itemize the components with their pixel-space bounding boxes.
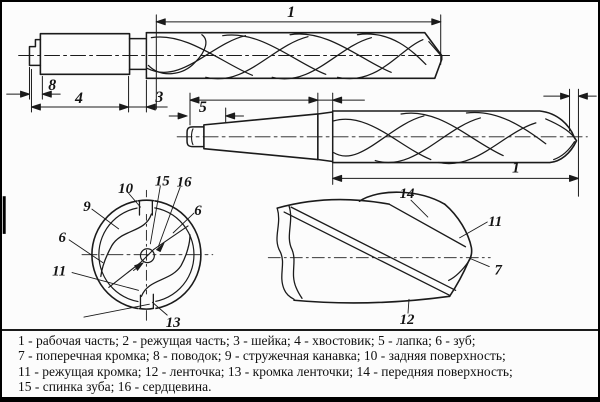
- legend-box: 1 - рабочая часть; 2 - режущая часть; 3 …: [2, 329, 598, 397]
- dim-label-shank: 4: [74, 90, 83, 107]
- section-label-rear-surface: 10: [118, 181, 133, 197]
- section-label-cutting-edge: 11: [52, 263, 66, 279]
- dim-taper-neck: [318, 93, 365, 111]
- dim-label-tang: 5: [199, 99, 207, 116]
- legend-line-1: 1 - рабочая часть; 2 - режущая часть; 3 …: [18, 333, 476, 348]
- dim-driver-8: [7, 67, 61, 99]
- cross-section-view: 9 10 15 16 6 6 11 13: [52, 173, 213, 329]
- section-label-tooth-back: 15: [155, 173, 170, 189]
- section-label-core: 16: [177, 174, 192, 190]
- tip-label-front-surface: 14: [400, 186, 415, 202]
- tip-label-chisel-edge: 7: [494, 263, 502, 279]
- drill-diagram: 1 8 4 3: [2, 4, 598, 329]
- tip-label-margin: 12: [400, 312, 415, 328]
- drill-straight-shank-view: 1 8 4 3: [7, 4, 451, 112]
- dim-label-driver: 8: [48, 77, 56, 94]
- legend-line-2: 7 - поперечная кромка; 8 - поводок; 9 - …: [18, 348, 506, 364]
- scan-artifact: [2, 196, 6, 234]
- drill-tip-view: 14 11 7 12: [268, 186, 502, 328]
- dim-taper-shank: [190, 93, 318, 125]
- dim-label-neck: 3: [154, 89, 163, 106]
- legend-line-3: 11 - режущая кромка; 12 - ленточка; 13 -…: [18, 363, 513, 379]
- section-label-tooth-left: 6: [58, 230, 66, 246]
- dim-working-part-1: [156, 15, 440, 109]
- dim-label-working-part: 1: [287, 4, 295, 21]
- dim-working-part-1b: [333, 164, 579, 185]
- dim-tang-5: [169, 108, 243, 123]
- section-label-tooth-right: 6: [194, 203, 202, 219]
- section-label-flute: 9: [83, 199, 91, 215]
- section-label-margin-edge: 13: [166, 315, 181, 329]
- dim-shank-4: [31, 69, 128, 112]
- drill-taper-shank-view: 5 1: [169, 89, 596, 196]
- dim-label-working-part-b: 1: [512, 159, 520, 176]
- tip-label-cutting-edge: 11: [488, 214, 502, 230]
- dim-neck-3: [129, 80, 168, 112]
- legend-line-4: 15 - спинка зуба; 16 - сердцевина.: [18, 379, 212, 395]
